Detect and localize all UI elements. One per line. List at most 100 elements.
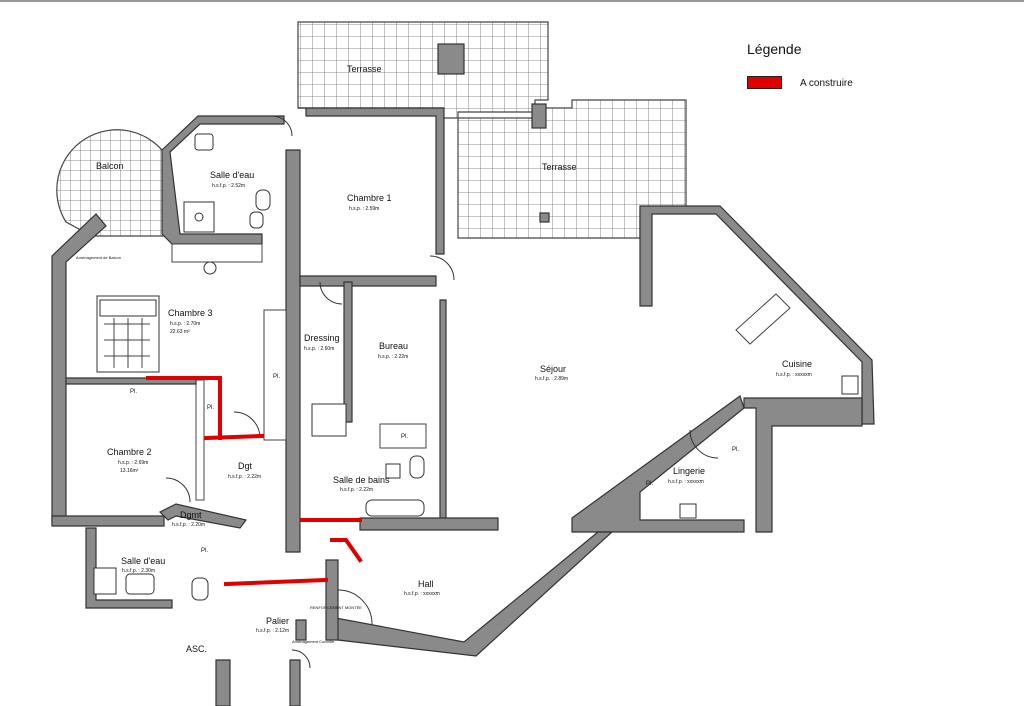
cuisine-counter — [735, 293, 791, 345]
label-sejour: Séjour — [540, 364, 567, 374]
door-salle-deau-1 — [271, 115, 293, 137]
toilet-2 — [191, 577, 209, 601]
wall-cuisine-south — [743, 397, 863, 533]
label-hall: Hall — [418, 579, 434, 589]
wall-column — [285, 149, 301, 553]
closet-chambre3 — [263, 309, 287, 441]
salle-deau-1-walls — [161, 115, 285, 245]
label-chambre-3: Chambre 3 — [168, 308, 213, 318]
terrasse-drain — [539, 212, 550, 223]
door-chambre2 — [165, 477, 191, 503]
wall-ch3-bath — [171, 243, 263, 263]
label-dgmt: Dgmt — [180, 510, 202, 520]
area-chambre-2: h.s.p. : 2.69m — [118, 460, 149, 466]
area-lingerie: h.s.f.p. : xxxxxm — [668, 479, 704, 485]
label-chambre-2: Chambre 2 — [107, 447, 152, 457]
area2-chambre-2: 13.16m² — [120, 468, 139, 474]
placard-label: Pl. — [273, 374, 281, 380]
wall-lingerie — [571, 395, 745, 533]
wall-hall-west — [325, 559, 339, 641]
area-dgt: h.s.f.p. : 2.22m — [228, 474, 262, 480]
wall-chambre1-south — [299, 275, 437, 287]
label-lingerie: Lingerie — [673, 466, 706, 476]
label-bureau: Bureau — [379, 341, 409, 351]
legend-swatch-to-build — [747, 76, 782, 89]
placard-label: Pl. — [732, 447, 740, 453]
label-palier: Palier — [266, 616, 290, 626]
placard-label: Pl. — [207, 405, 215, 411]
label-balcon: Balcon — [96, 161, 124, 171]
label-dressing: Dressing — [304, 333, 340, 343]
placard-label: Pl. — [401, 434, 409, 440]
salle-deau-2-basin — [125, 573, 155, 595]
red-wall-hall-door — [330, 538, 363, 563]
label-terrasse-2: Terrasse — [542, 162, 577, 172]
area2-chambre-3: 22.63 m² — [170, 329, 190, 335]
placard-label: Pl. — [130, 389, 138, 395]
area-chambre-1: h.s.p. : 2.59m — [349, 206, 380, 212]
wall-sdb-south — [359, 517, 499, 531]
bidet-1 — [249, 211, 264, 229]
label-salle-de-bains: Salle de bains — [333, 475, 390, 485]
bed-chambre-3 — [96, 295, 160, 373]
wall-salle-deau-2 — [85, 527, 173, 609]
sdb-shower — [311, 403, 347, 437]
terrasse-chimney — [437, 43, 465, 75]
wall-south-ch2 — [51, 515, 165, 527]
area-dgmt: h.s.f.p. : 2.20m — [172, 522, 206, 528]
shower-drain — [194, 212, 204, 222]
area-chambre-3: h.s.p. : 2.70m — [170, 321, 201, 327]
salle-deau-2-shower — [93, 567, 117, 595]
area-cuisine: h.s.f.p. : xxxxxm — [776, 372, 812, 378]
note-palier-bottom: Aménagement Contrôle — [292, 639, 335, 644]
door-palier — [291, 649, 311, 669]
label-cuisine: Cuisine — [782, 359, 813, 369]
wall-dgt-west — [195, 379, 205, 501]
area-hall: h.s.f.p. : xxxxxm — [404, 591, 440, 597]
closet-bureau — [379, 423, 427, 449]
sdb-toilet — [409, 455, 425, 479]
door-lingerie — [689, 429, 719, 459]
wall-palier-west — [215, 659, 231, 706]
terrasse-1-area — [297, 21, 549, 119]
lingerie-sink — [679, 503, 697, 519]
red-wall-palier — [223, 577, 329, 587]
area-palier: h.s.f.p. : 2.12m — [256, 628, 290, 634]
wall-hall-southeast — [325, 531, 614, 657]
area-sejour: h.s.f.p. : 2.89m — [535, 376, 569, 382]
label-dgt: Dgt — [238, 461, 253, 471]
placard-label: Pl. — [201, 548, 209, 554]
red-wall-ch3 — [146, 376, 222, 440]
label-asc: ASC. — [186, 644, 208, 654]
door-dressing — [319, 281, 343, 305]
wall-bureau-east — [439, 299, 447, 521]
wall-dgmt — [158, 503, 248, 529]
door-hall — [337, 589, 373, 625]
label-chambre-1: Chambre 1 — [347, 193, 392, 203]
terrasse-post — [531, 103, 547, 129]
window-circle — [203, 261, 217, 275]
wall-sejour-north — [639, 205, 875, 425]
washbasin — [194, 133, 214, 151]
placard-label: Pl. — [646, 481, 654, 487]
door-chambre3 — [233, 411, 261, 439]
note-balcon: Aménagement de Balcon — [76, 255, 121, 260]
area-bureau: h.s.p. : 2.22m — [378, 354, 409, 360]
balcon-area — [56, 129, 169, 237]
label-salle-deau-2: Salle d'eau — [121, 556, 166, 566]
legend-title: Légende — [747, 41, 802, 57]
sdb-washbasin — [385, 463, 401, 479]
note-palier-top: RENFORCEMENT MONTÉE — [310, 605, 362, 610]
area-salle-deau-2: h.s.f.p. : 2.30m — [122, 568, 156, 574]
label-terrasse-1: Terrasse — [347, 64, 382, 74]
wall-palier-south-tag — [295, 619, 307, 641]
wall-palier-east — [289, 659, 301, 706]
toilet-1 — [255, 189, 271, 211]
cuisine-sink — [841, 375, 859, 395]
bathtub — [365, 499, 425, 517]
door-chambre1 — [429, 255, 455, 281]
area-dressing: h.s.p. : 2.60m — [304, 346, 335, 352]
label-salle-deau-1: Salle d'eau — [210, 170, 255, 180]
wall-north-chambre1 — [298, 107, 445, 255]
